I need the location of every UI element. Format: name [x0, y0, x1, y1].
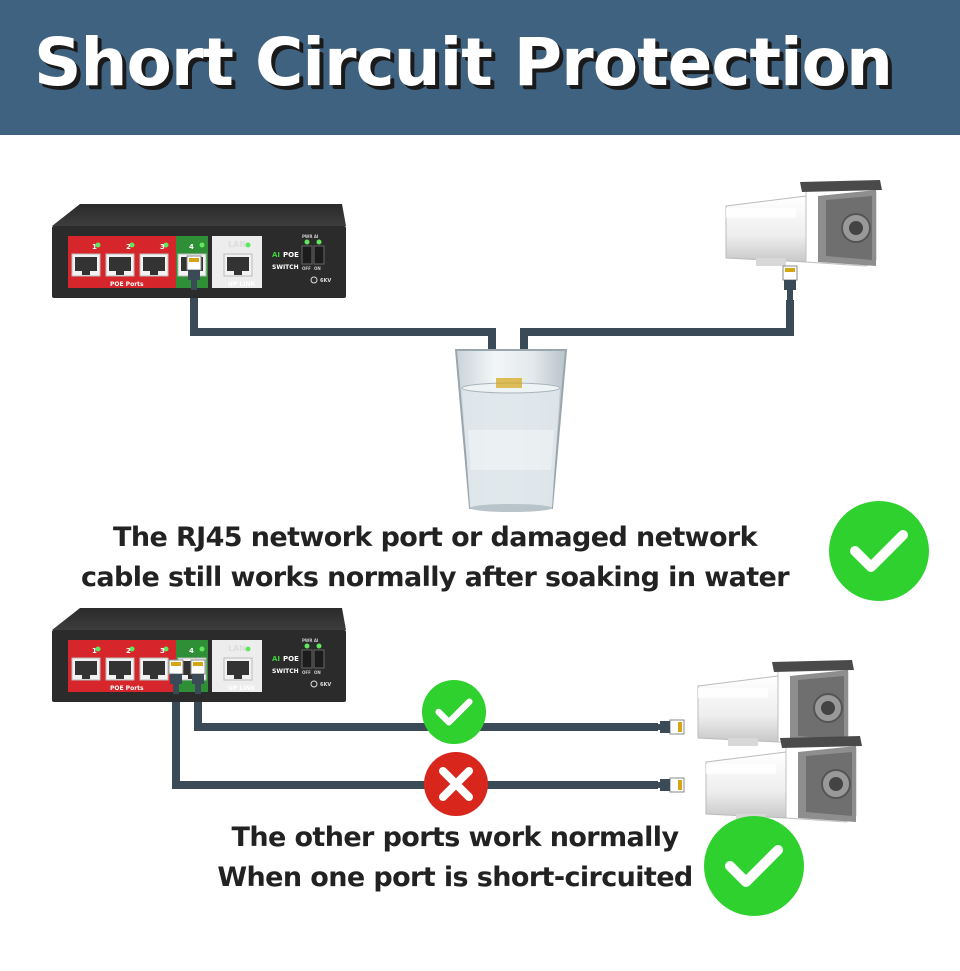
port-2-label: 2 — [126, 647, 131, 655]
port-1-label: 1 — [92, 647, 97, 655]
uplink-label: UP LINK — [228, 281, 255, 288]
top-caption-line1: The RJ45 network port or damaged network — [113, 522, 758, 553]
dip-off: OFF — [302, 266, 311, 271]
bottom-caption-line2: When one port is short-circuited — [217, 862, 693, 893]
poe-ports-label: POE Ports — [110, 281, 144, 288]
port-1-label: 1 — [92, 243, 97, 251]
top-caption-line2: cable still works normally after soaking… — [81, 562, 790, 593]
brand-poe: POE — [283, 655, 299, 663]
rj45-plug-icon — [782, 265, 798, 301]
check-icon — [704, 816, 804, 916]
poe-switch-top: 1 2 3 4 LAN POE Ports UP LINK AI POE SWI… — [52, 204, 346, 298]
ip-camera-top — [725, 179, 883, 267]
port-3-label: 3 — [160, 243, 165, 251]
bottom-caption-line1: The other ports work normally — [231, 822, 680, 853]
cable-port4-to-camera — [194, 695, 658, 731]
rj45-plug-icon — [649, 777, 685, 793]
cross-icon — [424, 752, 488, 816]
brand-switch: SWITCH — [272, 668, 299, 675]
brand-switch: SWITCH — [272, 264, 299, 271]
check-icon — [422, 680, 486, 744]
uplink-label: UP LINK — [228, 685, 255, 692]
brand-ai: AI — [272, 251, 280, 259]
dip-off: OFF — [302, 670, 311, 675]
title-banner — [0, 0, 960, 135]
port-4-label: 4 — [189, 243, 194, 251]
port-3-label: 3 — [160, 647, 165, 655]
lan-label: LAN — [228, 240, 246, 249]
dip-on: ON — [314, 670, 321, 675]
brand-poe: POE — [283, 251, 299, 259]
brand-ai: AI — [272, 655, 280, 663]
page-title: Short Circuit Protection — [34, 24, 893, 101]
water-glass-icon — [454, 349, 568, 512]
port-2-label: 2 — [126, 243, 131, 251]
dip-label: PWR AI — [302, 638, 319, 643]
port-4-label: 4 — [189, 647, 194, 655]
ip-camera-bottom-2 — [705, 735, 863, 823]
bottom-caption: The other ports work normally When one p… — [210, 818, 700, 898]
cable-switch-to-glass — [190, 290, 496, 388]
dip-on: ON — [314, 266, 321, 271]
check-icon — [829, 501, 929, 601]
dip-label: PWR AI — [302, 234, 319, 239]
top-caption: The RJ45 network port or damaged network… — [40, 518, 830, 598]
ip-camera-bottom-1 — [697, 659, 855, 747]
rj45-plug-icon — [649, 719, 685, 735]
poe-ports-label: POE Ports — [110, 685, 144, 692]
cable-port3-to-camera — [172, 695, 658, 789]
surge-label: 6KV — [320, 682, 331, 688]
poe-switch-bottom: 1 2 3 4 LAN POE Ports UP LINK AI POE SWI… — [52, 608, 346, 702]
surge-label: 6KV — [320, 278, 331, 284]
lan-label: LAN — [228, 644, 246, 653]
